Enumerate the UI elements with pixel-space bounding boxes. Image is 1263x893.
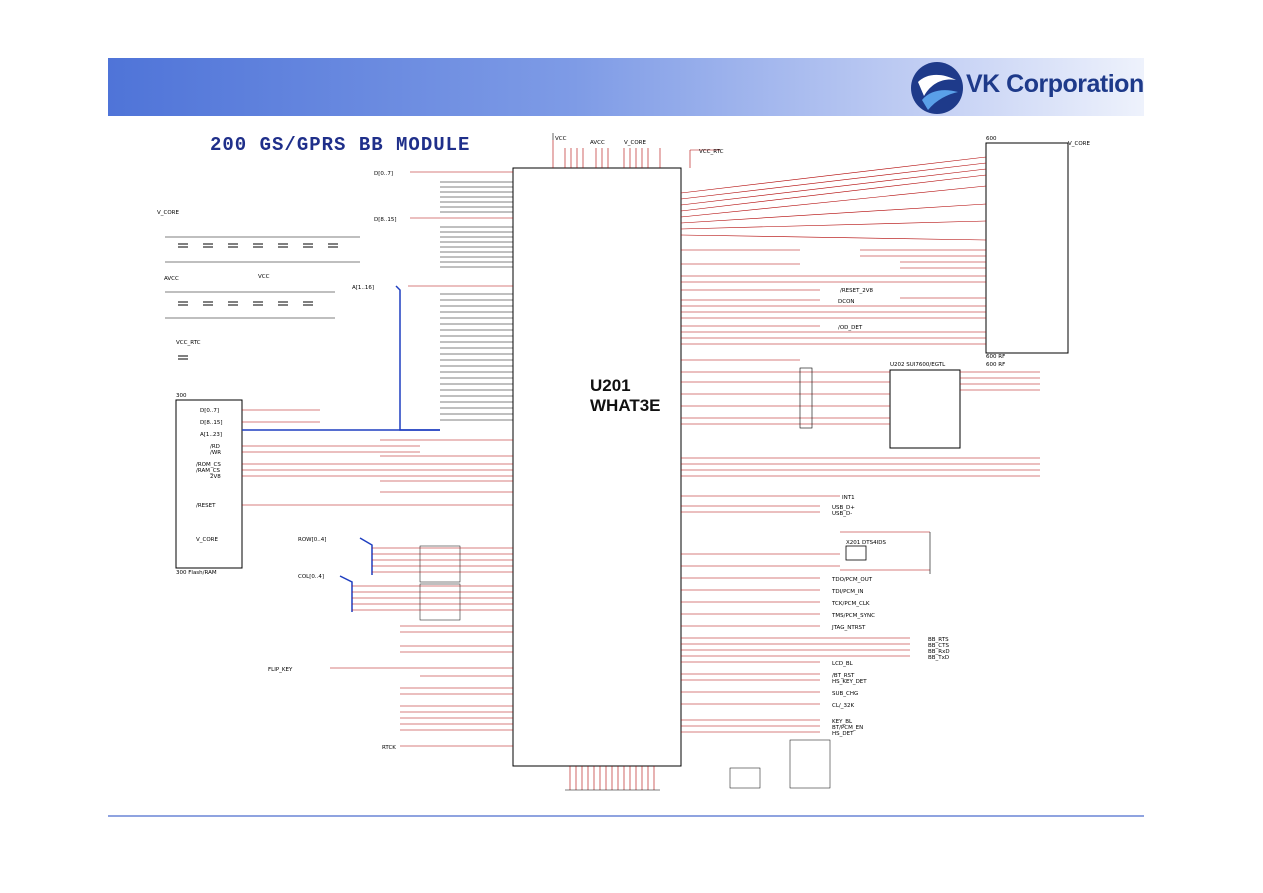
svg-text:USB_D-: USB_D-: [832, 511, 852, 517]
svg-text:INT1: INT1: [842, 495, 855, 501]
svg-text:A[1..16]: A[1..16]: [352, 285, 374, 291]
svg-text:KEY_BL: KEY_BL: [832, 719, 853, 725]
svg-text:D[0..7]: D[0..7]: [374, 171, 393, 177]
crystal-x201: [845, 545, 867, 561]
svg-text:RTCK: RTCK: [382, 745, 396, 751]
svg-text:SUB_CHG: SUB_CHG: [832, 691, 858, 697]
svg-text:2V8: 2V8: [210, 474, 221, 480]
svg-text:CL/_32K: CL/_32K: [832, 703, 855, 709]
svg-text:V_CORE: V_CORE: [624, 140, 647, 146]
svg-text:300 Flash/RAM: 300 Flash/RAM: [176, 570, 217, 576]
svg-text:BB_CTS: BB_CTS: [928, 643, 949, 649]
svg-text:TDO/PCM_OUT: TDO/PCM_OUT: [831, 577, 873, 583]
svg-text:VCC_RTC: VCC_RTC: [176, 340, 201, 346]
svg-text:A[1..23]: A[1..23]: [200, 432, 222, 438]
svg-text:TDI/PCM_IN: TDI/PCM_IN: [831, 589, 863, 595]
svg-text:BB_RxD: BB_RxD: [928, 649, 950, 655]
svg-text:/RESET: /RESET: [196, 503, 216, 509]
svg-text:/RESET_2V8: /RESET_2V8: [840, 288, 873, 294]
chip-part: WHAT3E: [590, 396, 661, 415]
svg-text:X201 DTS4IDS: X201 DTS4IDS: [846, 540, 886, 546]
svg-text:/OD_DET: /OD_DET: [838, 325, 863, 331]
chip-label: U201 WHAT3E: [590, 376, 661, 416]
flash-ram-block: [175, 399, 243, 569]
svg-text:TMS/PCM_SYNC: TMS/PCM_SYNC: [831, 613, 875, 619]
svg-text:HS_KEY_DET: HS_KEY_DET: [832, 679, 867, 685]
svg-text:VCC: VCC: [555, 136, 567, 142]
svg-text:BB_RTS: BB_RTS: [928, 637, 949, 643]
svg-text:AVCC: AVCC: [590, 140, 605, 146]
svg-text:FLIP_KEY: FLIP_KEY: [268, 667, 293, 673]
svg-text:/ROM_CS: /ROM_CS: [196, 462, 221, 468]
svg-text:300: 300: [176, 393, 187, 399]
svg-text:COL[0..4]: COL[0..4]: [298, 574, 324, 580]
svg-text:600 RF: 600 RF: [986, 354, 1005, 360]
svg-text:VCC: VCC: [258, 274, 270, 280]
vk-swoosh-logo-icon: [911, 62, 963, 114]
schematic-title: 200 GS/GPRS BB MODULE: [210, 134, 471, 156]
svg-text:LCD_BL: LCD_BL: [832, 661, 854, 667]
svg-text:JTAG_NTRST: JTAG_NTRST: [831, 625, 866, 631]
svg-text:/RD: /RD: [210, 444, 220, 450]
svg-text:D[8..15]: D[8..15]: [200, 420, 223, 426]
svg-text:AVCC: AVCC: [164, 276, 179, 282]
svg-text:USB_D+: USB_D+: [832, 505, 855, 511]
svg-text:/WR: /WR: [210, 450, 221, 456]
chip-ref: U201: [590, 376, 631, 395]
svg-text:V_CORE: V_CORE: [157, 210, 180, 216]
svg-text:D[8..15]: D[8..15]: [374, 217, 397, 223]
svg-text:V_CORE: V_CORE: [1068, 141, 1091, 147]
codec-block: [889, 369, 961, 449]
svg-text:VCC_RTC: VCC_RTC: [699, 149, 724, 155]
rf-block: [985, 142, 1069, 354]
svg-text:600 RF: 600 RF: [986, 362, 1005, 368]
svg-text:V_CORE: V_CORE: [196, 537, 219, 543]
header-banner: [108, 58, 1144, 116]
svg-text:D[0..7]: D[0..7]: [200, 408, 219, 414]
svg-text:U202 SUI7600/EGTL: U202 SUI7600/EGTL: [890, 362, 946, 368]
svg-text:BB_TxD: BB_TxD: [928, 655, 949, 661]
svg-text:TCK/PCM_CLK: TCK/PCM_CLK: [831, 601, 870, 607]
svg-text:600: 600: [986, 136, 997, 142]
svg-text:DCON: DCON: [838, 299, 855, 305]
schematic-drawing: 300 300 Flash/RAM 600 600 RF U202 SUI760…: [157, 133, 1091, 791]
svg-text:/RAM_CS: /RAM_CS: [196, 468, 221, 474]
svg-text:/BT_RST: /BT_RST: [832, 673, 855, 679]
footer-divider: [108, 815, 1144, 817]
company-name: VK Corporation: [966, 70, 1144, 98]
svg-text:ROW[0..4]: ROW[0..4]: [298, 537, 326, 543]
svg-text:HS_DET: HS_DET: [832, 731, 854, 737]
svg-text:BT/PCM_EN: BT/PCM_EN: [832, 725, 863, 731]
